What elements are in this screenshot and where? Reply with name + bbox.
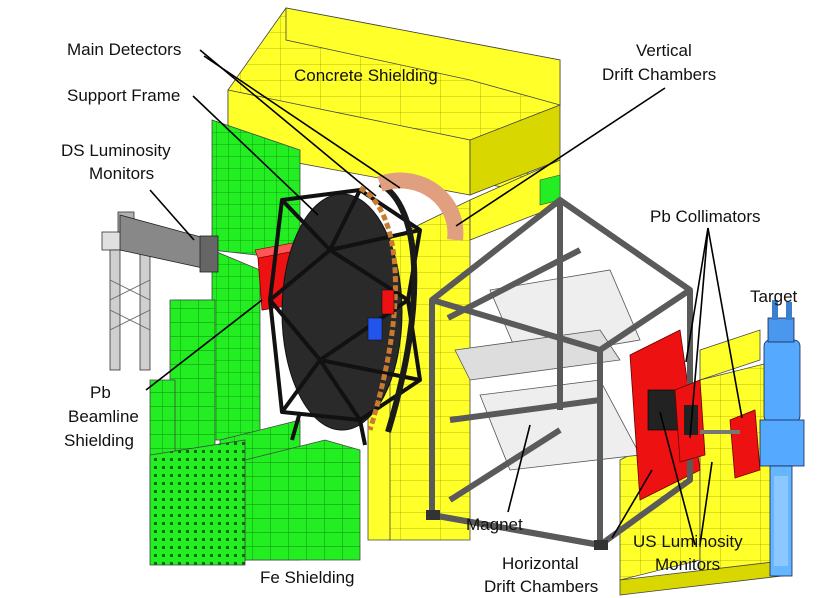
- label-vdc-line2: Drift Chambers: [602, 65, 716, 84]
- fe-shielding: [149, 119, 561, 566]
- label-main-detectors: Main Detectors: [67, 40, 181, 59]
- label-concrete-shielding: Concrete Shielding: [294, 66, 438, 85]
- label-vdc-line1: Vertical: [636, 41, 692, 60]
- label-support-frame: Support Frame: [67, 86, 180, 105]
- label-pb-beamline-line2: Beamline: [68, 407, 139, 426]
- label-hdc-line2: Drift Chambers: [484, 577, 598, 596]
- label-us-luminosity-line2: Monitors: [655, 555, 720, 574]
- label-pb-beamline-line1: Pb: [90, 383, 111, 402]
- label-magnet: Magnet: [466, 515, 523, 534]
- label-hdc-line1: Horizontal: [502, 554, 579, 573]
- target-assembly: [759, 300, 805, 577]
- label-target: Target: [750, 287, 798, 306]
- labels: Main Detectors Support Frame DS Luminosi…: [61, 40, 798, 596]
- label-pb-beamline-line3: Shielding: [64, 431, 134, 450]
- label-us-luminosity-line1: US Luminosity: [633, 532, 743, 551]
- pb-collimators: [674, 379, 761, 479]
- ds-luminosity-stand: [101, 211, 219, 371]
- leader-lines: [145, 49, 743, 546]
- label-fe-shielding: Fe Shielding: [260, 568, 355, 587]
- support-frame: [268, 172, 464, 446]
- label-ds-luminosity-line2: Monitors: [89, 164, 154, 183]
- label-ds-luminosity-line1: DS Luminosity: [61, 141, 171, 160]
- label-pb-collimators: Pb Collimators: [650, 207, 761, 226]
